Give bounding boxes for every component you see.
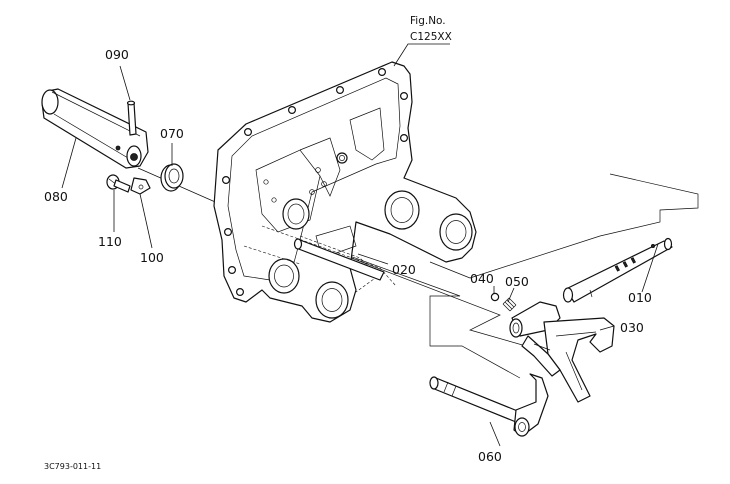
transmission-case <box>213 61 477 323</box>
callout-010: 010 <box>628 290 652 305</box>
callout-030: 030 <box>620 320 644 335</box>
bearing-bores <box>268 190 473 319</box>
bolt-110 <box>106 174 131 193</box>
callout-040: 040 <box>470 271 494 286</box>
drawing-code: 3C793-011-11 <box>44 462 101 471</box>
shift-fork-030 <box>509 301 615 403</box>
callout-020: 020 <box>392 262 416 277</box>
figure-ref-line1: Fig.No. <box>410 15 446 27</box>
spring-pin-090 <box>126 100 137 136</box>
callout-leaders <box>61 65 659 447</box>
spring-050 <box>502 297 517 312</box>
callout-050: 050 <box>505 274 529 289</box>
callout-090: 090 <box>105 47 129 62</box>
shaft-020 <box>293 238 385 281</box>
callout-110: 110 <box>98 234 122 249</box>
callout-060: 060 <box>478 449 502 464</box>
figure-ref-line2: C125XX <box>410 31 452 43</box>
callout-080: 080 <box>44 189 68 204</box>
callout-labels: 090 070 080 110 100 020 040 050 010 030 … <box>44 47 652 464</box>
fork-rod-010 <box>562 237 673 303</box>
lock-plate-100 <box>130 177 151 195</box>
steel-ball-040 <box>490 292 500 302</box>
flange-bolt-holes <box>222 67 409 297</box>
figure-reference: Fig.No. C125XX <box>393 15 452 67</box>
shift-arm-shaft-060 <box>429 373 549 437</box>
callout-070: 070 <box>160 126 184 141</box>
shift-lever-080 <box>41 88 149 169</box>
callout-100: 100 <box>140 250 164 265</box>
oil-seal-070 <box>160 163 184 192</box>
